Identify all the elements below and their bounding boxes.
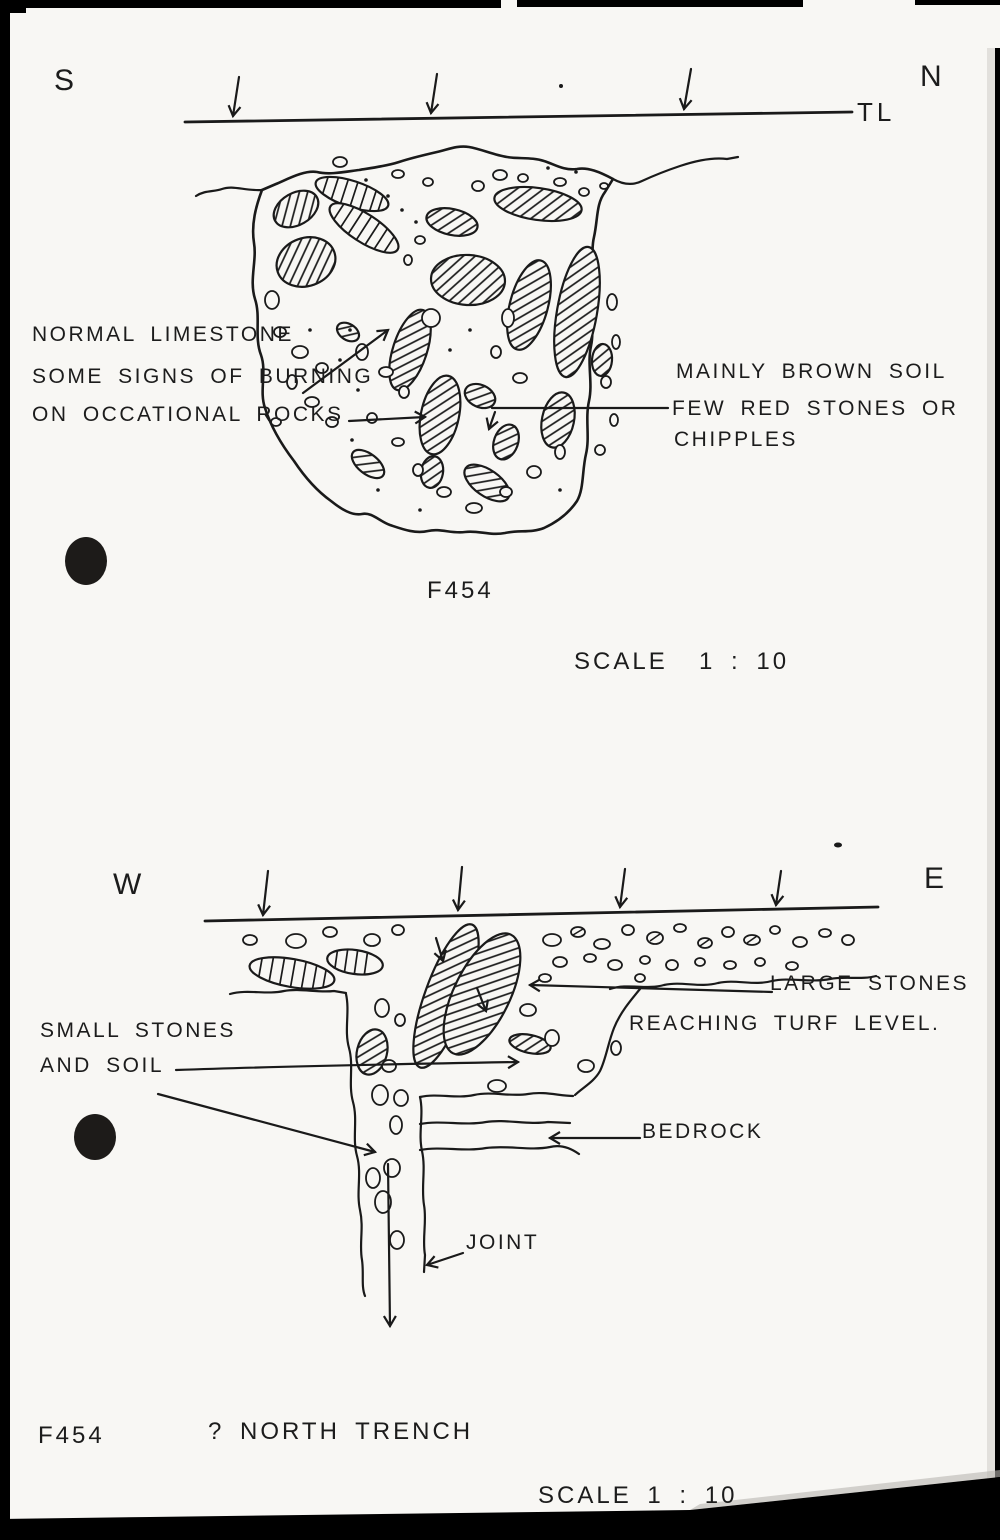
banded-stone — [314, 175, 390, 213]
turf-arrow — [257, 869, 271, 918]
limestone-label-line3: ON OCCATIONAL ROCKS — [32, 403, 344, 426]
brown-soil-label-line3: CHIPPLES — [674, 428, 798, 451]
feature-id-top: F454 — [427, 577, 494, 604]
bottom-section-drawing — [74, 842, 880, 1329]
turf-arrow — [227, 75, 242, 119]
turf-line — [183, 110, 854, 124]
joint-right-edge — [418, 1095, 427, 1274]
limestone-leader-arrow — [301, 328, 390, 395]
top-section-drawing — [65, 67, 854, 585]
small-stones-label-line2: AND SOIL — [40, 1054, 165, 1077]
cardinal-south: S — [54, 64, 77, 97]
ink-dots — [308, 84, 578, 512]
banded-stone — [328, 202, 400, 254]
joint-arrow — [424, 1251, 465, 1269]
scale-note-bottom: SCALE 1 : 10 — [538, 1482, 738, 1509]
large-stones-label-line2: REACHING TURF LEVEL. — [629, 1012, 941, 1035]
trench-label: ? NORTH TRENCH — [208, 1418, 474, 1445]
limestone-label-line1: NORMAL LIMESTONE — [32, 323, 294, 346]
joint-depth-arrow — [382, 1162, 397, 1329]
turf-arrow — [425, 72, 440, 116]
bedrock-ledge — [418, 1091, 575, 1099]
hole-punch-mark — [74, 1114, 116, 1160]
bedrock-bedding-line — [418, 1120, 572, 1126]
brown-soil-label-line2: FEW RED STONES OR — [672, 397, 959, 420]
small-stones-arrow — [174, 1055, 521, 1072]
turf-arrow — [614, 867, 629, 910]
cardinal-east: E — [924, 862, 947, 895]
large-stones-label-line1: LARGE STONES — [770, 972, 969, 995]
banded-stone — [326, 948, 384, 976]
cardinal-north: N — [920, 60, 944, 93]
turf-arrow — [451, 865, 466, 913]
small-stones-label-line1: SMALL STONES — [40, 1019, 236, 1042]
scale-note-top: SCALE 1 : 10 — [574, 648, 790, 675]
hole-punch-mark — [65, 537, 107, 585]
feature-id-bottom: F454 — [38, 1422, 105, 1449]
joint-left-edge — [344, 992, 367, 1298]
turf-arrow — [678, 67, 693, 112]
banded-stone — [248, 956, 336, 990]
small-stones-diagonal-arrow — [156, 1092, 378, 1157]
joint-label: JOINT — [466, 1231, 540, 1254]
soil-leader-arrow — [485, 410, 499, 432]
turf-level-label: TL — [857, 97, 896, 127]
turf-line — [203, 905, 880, 923]
large-stones-leader-arrow — [527, 978, 774, 994]
bedrock-bedding-line — [418, 1145, 581, 1156]
limestone-label-line2: SOME SIGNS OF BURNING — [32, 365, 374, 388]
turf-arrow — [770, 869, 785, 908]
bedrock-label: BEDROCK — [642, 1120, 764, 1143]
limestone-leader-arrow-2 — [347, 410, 428, 425]
cardinal-west: W — [113, 868, 144, 901]
brown-soil-label-line1: MAINLY BROWN SOIL — [676, 360, 947, 383]
